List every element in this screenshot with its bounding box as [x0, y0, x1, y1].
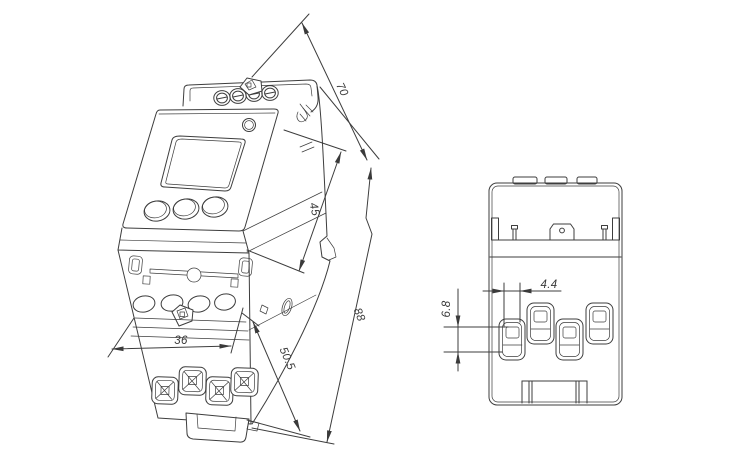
din-rail-notch	[326, 237, 337, 261]
dim-label-45: 45	[307, 201, 322, 217]
front-view-dimensions: 4.4 6.8	[441, 279, 562, 372]
front-view	[488, 176, 623, 406]
front-buttons	[143, 196, 229, 222]
screw-terminals	[213, 85, 279, 106]
dimension-line-88	[326, 167, 373, 443]
dimension-line-50-5	[252, 321, 301, 432]
dim-label-6-8: 6.8	[441, 300, 453, 317]
seal-clip	[239, 77, 263, 96]
bottom-slot	[521, 380, 588, 404]
device-body-outline	[488, 182, 623, 406]
center-tab	[549, 223, 575, 241]
isometric-view	[117, 77, 337, 443]
din-clip	[185, 412, 260, 443]
slide-switch	[171, 304, 194, 327]
dim-label-70: 70	[333, 81, 350, 99]
extension-line	[107, 317, 135, 358]
extension-line	[241, 312, 260, 327]
terminal-cutout	[498, 318, 526, 361]
clamp-terminals	[151, 366, 259, 406]
extension-line	[230, 307, 244, 354]
extension-line	[283, 129, 347, 152]
mid-band	[117, 227, 250, 254]
terminal-cutout	[526, 302, 555, 345]
dimension-line-70	[301, 22, 368, 161]
seal-flap	[296, 103, 308, 123]
led-indicator	[242, 118, 256, 132]
isometric-dimensions: 70 45 50.5 88 36	[107, 13, 380, 445]
lower-body	[117, 249, 260, 443]
front-panel	[122, 108, 279, 232]
dim-label-88: 88	[351, 306, 367, 323]
top-tabs	[512, 176, 598, 185]
dim-label-4-4: 4.4	[541, 279, 558, 291]
dim-label-36: 36	[174, 335, 188, 347]
extension-line	[251, 427, 335, 445]
extension-line	[251, 13, 310, 78]
terminal-cutout	[585, 302, 614, 345]
dimension-line-36	[111, 343, 232, 352]
upper-recess	[489, 217, 622, 258]
lcd-screen	[160, 135, 246, 192]
terminal-cutout	[555, 318, 584, 361]
terminal-cutouts	[498, 302, 614, 361]
wire-holes	[132, 293, 236, 313]
extension-line	[246, 249, 305, 274]
